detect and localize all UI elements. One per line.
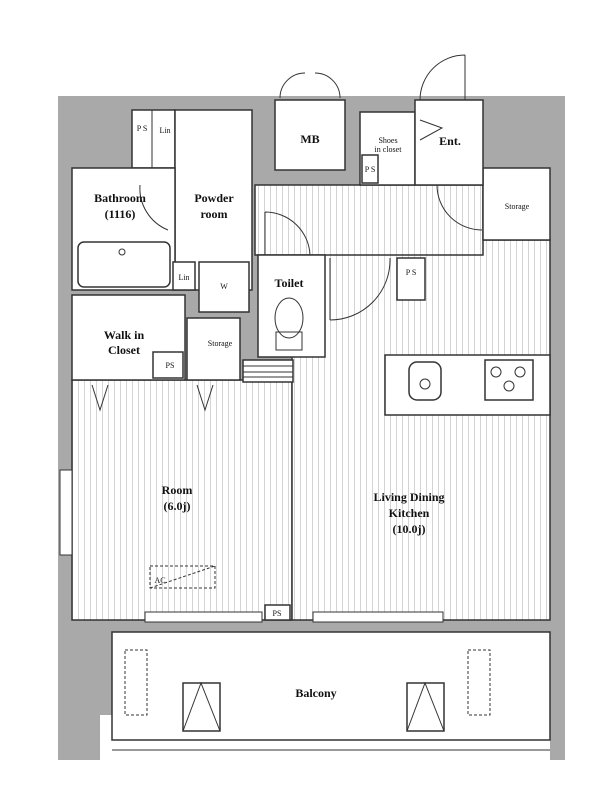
- label-washer: W: [220, 282, 228, 291]
- label-powder-1: Powder: [194, 191, 234, 205]
- label-bathroom-2: (1116): [105, 207, 136, 221]
- entrance-arrow: [419, 119, 444, 141]
- sink-icon: [408, 361, 442, 401]
- ps-lin-top: [131, 109, 176, 169]
- washer-space: [198, 261, 250, 313]
- label-ac: AC: [154, 576, 165, 585]
- label-toilet: Toilet: [275, 276, 304, 290]
- label-walkin-2: Closet: [108, 343, 140, 357]
- label-powder-2: room: [200, 207, 227, 221]
- storage-mid: [186, 317, 241, 381]
- label-room-2: (6.0j): [164, 499, 191, 513]
- label-room-1: Room: [162, 483, 193, 497]
- ps-mid: [396, 257, 426, 301]
- label-ps-shoes: P S: [365, 165, 376, 174]
- step: [242, 359, 294, 383]
- label-ldk-1: Living Dining: [373, 490, 444, 504]
- stove-icon: [484, 359, 534, 401]
- linen: [172, 261, 196, 291]
- mb-room: [274, 99, 346, 171]
- label-lin-top: Lin: [159, 126, 170, 135]
- label-ps-walkin: PS: [166, 361, 175, 370]
- entrance: [414, 99, 484, 186]
- label-mb: MB: [300, 132, 319, 146]
- label-ldk-3: (10.0j): [393, 522, 426, 536]
- window-ldk: [312, 611, 444, 623]
- toilet-icon: [274, 297, 304, 339]
- label-shoes-1: Shoes: [378, 136, 397, 145]
- storage-right: [482, 167, 551, 241]
- window-room: [144, 611, 263, 623]
- front-door: [419, 54, 466, 101]
- mb-doors: [279, 72, 341, 99]
- door-toilet: [264, 211, 311, 256]
- label-walkin-1: Walk in: [104, 328, 145, 342]
- label-ps-mid: P S: [406, 268, 417, 277]
- closet-door-markers: [91, 384, 214, 412]
- door-ldk: [329, 257, 391, 321]
- label-storage-right: Storage: [505, 202, 530, 211]
- window-left: [59, 469, 73, 556]
- door-storage: [436, 184, 483, 231]
- label-shoes-2: in closet: [375, 145, 403, 154]
- label-lin-mid: Lin: [178, 273, 189, 282]
- door-bathroom: [139, 184, 169, 231]
- bathtub: [77, 241, 171, 288]
- vent-hatch-right: [406, 682, 445, 732]
- toilet-room: [257, 254, 326, 358]
- hallway: [254, 184, 484, 256]
- label-entrance: Ent.: [439, 134, 461, 148]
- room-western: [71, 379, 293, 621]
- exterior-wall-lower-right: [550, 690, 565, 760]
- label-ps-top: P S: [137, 124, 148, 133]
- exterior-wall-lower-left: [58, 620, 125, 760]
- label-balcony: Balcony: [295, 686, 336, 700]
- vent-hatch-left: [182, 682, 221, 732]
- label-ldk-2: Kitchen: [389, 506, 430, 520]
- label-ps-bottom: PS: [273, 609, 282, 618]
- ac-unit: [149, 565, 216, 589]
- label-storage-mid: Storage: [208, 339, 233, 348]
- label-bathroom-1: Bathroom: [94, 191, 146, 205]
